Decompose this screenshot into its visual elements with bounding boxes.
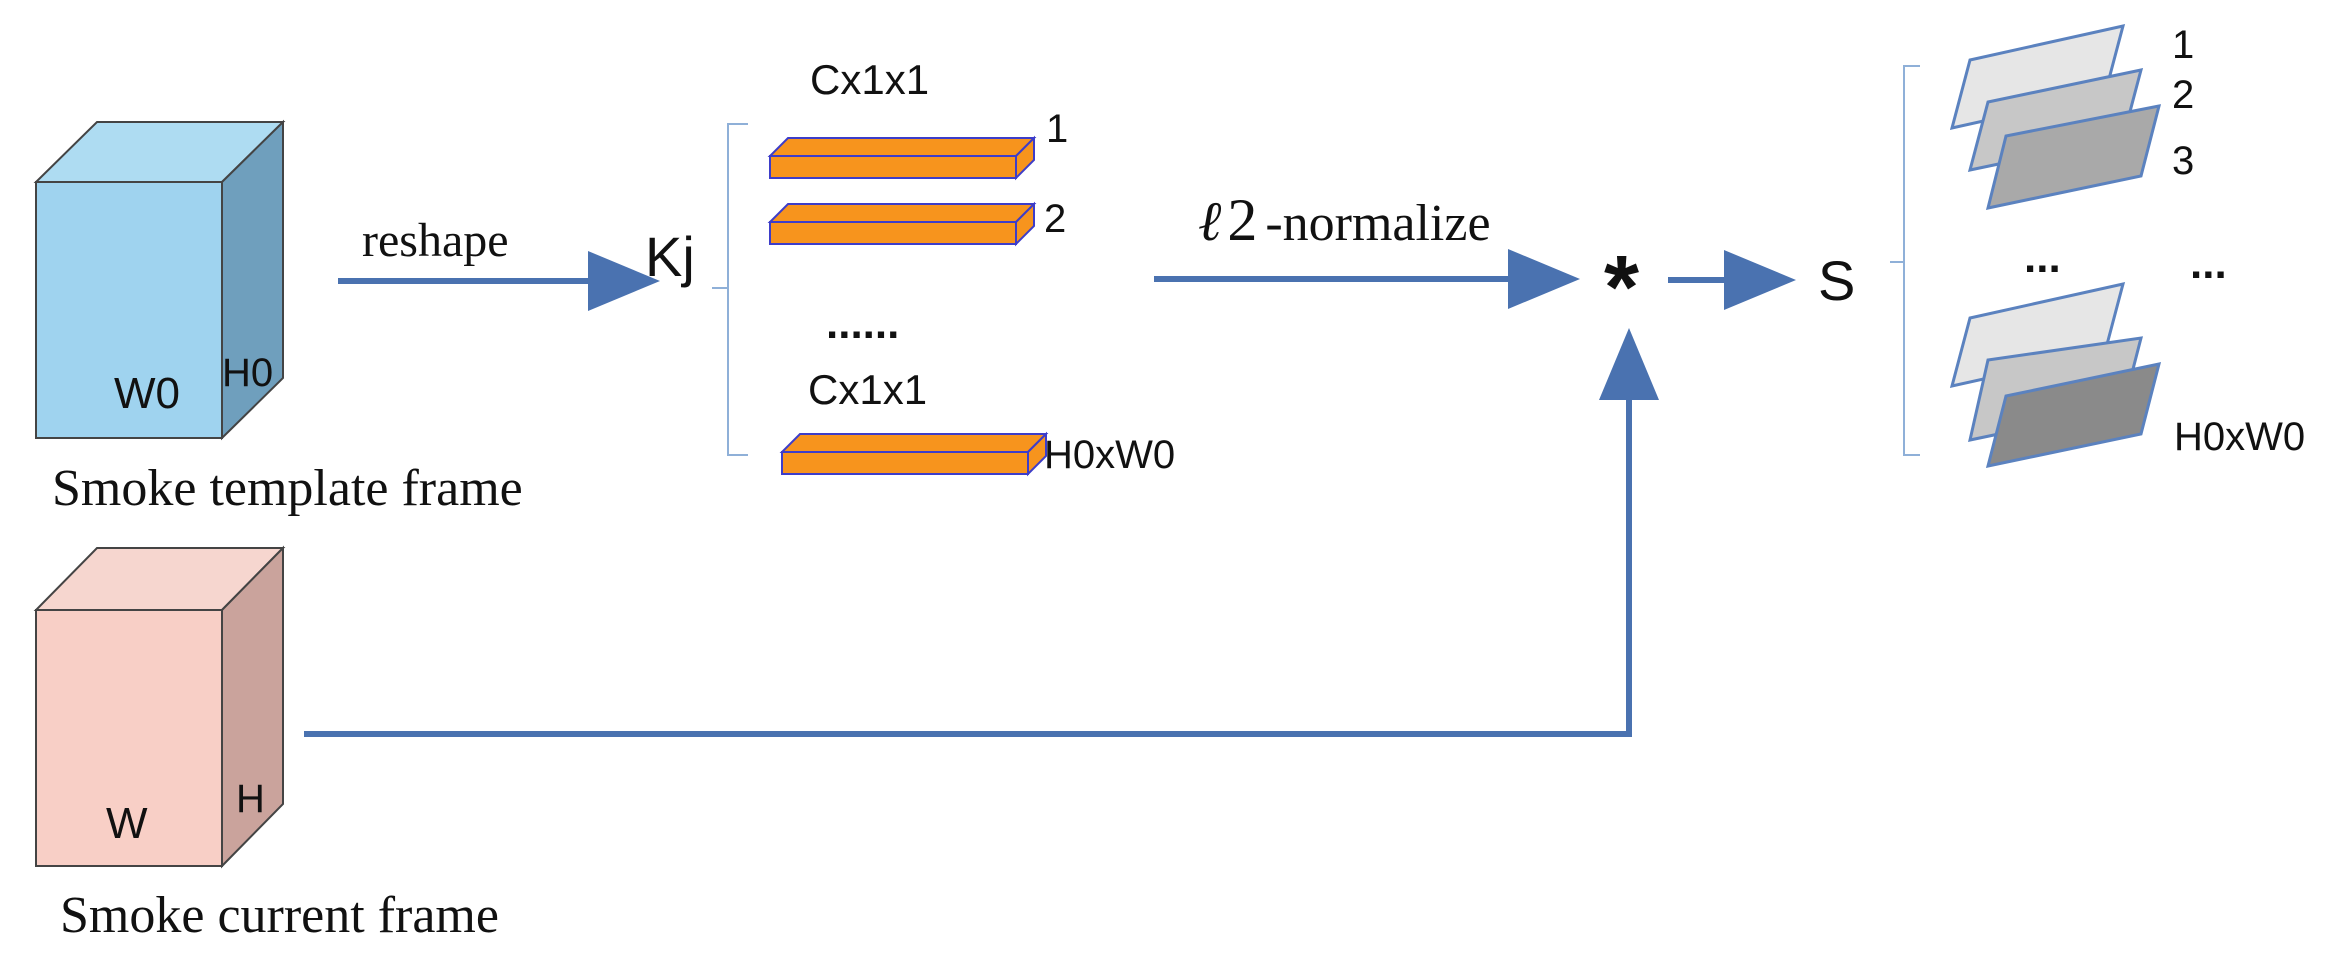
- current-frame-arrow: [304, 328, 1659, 737]
- template-frame-caption: Smoke template frame: [52, 460, 523, 517]
- output-ellipsis-left: ...: [2024, 233, 2061, 282]
- output-map-last-c: [1985, 362, 2162, 468]
- kernel-index-1: 1: [1046, 107, 1068, 151]
- kernel-ellipsis: ......: [826, 299, 899, 348]
- output-set-label: S: [1818, 249, 1855, 312]
- output-ellipsis-right: ...: [2190, 239, 2227, 288]
- normalize-word: -normalize: [1265, 195, 1490, 252]
- kernel-bar-2: [767, 201, 1037, 247]
- current-frame-caption: Smoke current frame: [60, 887, 499, 944]
- current-width-label: W: [106, 799, 148, 848]
- kernel-set-label: Kj: [645, 225, 695, 288]
- ell-number: 2: [1227, 187, 1257, 253]
- output-index-1: 1: [2172, 23, 2194, 67]
- ell-symbol: ℓ: [1198, 191, 1222, 253]
- kernel-top-dim-label: Cx1x1: [810, 56, 929, 103]
- template-cube-front: [35, 181, 223, 439]
- kernel-index-2: 2: [1044, 197, 1066, 241]
- kernel-index-last: H0xW0: [1044, 433, 1175, 477]
- template-width-label: W0: [114, 369, 180, 418]
- kernel-bar-last: [779, 431, 1049, 477]
- template-frame-cube: W0 H0: [33, 119, 286, 441]
- current-cube-front: [35, 609, 223, 867]
- correlation-operator: *: [1604, 238, 1639, 338]
- output-map-3: [1985, 104, 2162, 210]
- output-set-bracket: [1890, 65, 1920, 456]
- kernel-bar-1: [767, 135, 1037, 181]
- output-index-3: 3: [2172, 139, 2194, 183]
- current-height-label: H: [236, 777, 265, 821]
- current-frame-cube: W H: [33, 545, 286, 869]
- template-height-label: H0: [222, 351, 273, 395]
- reshape-label: reshape: [362, 214, 509, 267]
- kernel-bottom-dim-label: Cx1x1: [808, 366, 927, 413]
- output-index-2: 2: [2172, 73, 2194, 117]
- kernel-set-bracket: [712, 123, 748, 456]
- output-index-last: H0xW0: [2174, 415, 2305, 459]
